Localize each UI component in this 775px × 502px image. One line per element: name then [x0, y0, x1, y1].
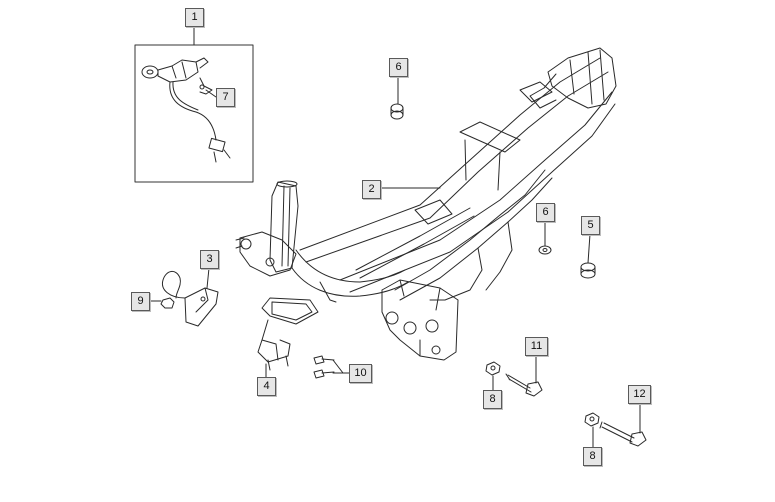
callout-6-top: 6 [389, 58, 408, 77]
callout-2: 2 [362, 180, 381, 199]
ignition-switch-part [141, 57, 231, 163]
bracket-part-4 [257, 297, 319, 371]
inset-box [134, 44, 254, 183]
leader-line-10 [332, 359, 351, 374]
grommet-part-6-top [390, 103, 404, 120]
leader-line-7 [205, 89, 217, 98]
leader-line-5 [587, 233, 591, 264]
callout-4: 4 [257, 377, 276, 396]
nut-part-9 [160, 297, 175, 309]
bracket-part-3 [161, 271, 219, 327]
nut-part-8-left [485, 361, 501, 376]
bolt-part-11 [505, 373, 543, 397]
callout-7: 7 [216, 88, 235, 107]
callout-8-left: 8 [483, 390, 502, 409]
grommet-part-5 [580, 262, 596, 279]
callout-1: 1 [185, 8, 204, 27]
callout-9: 9 [131, 292, 150, 311]
washer-part-6-right [538, 245, 552, 255]
callout-5: 5 [581, 216, 600, 235]
callout-3: 3 [200, 250, 219, 269]
callout-12: 12 [628, 385, 651, 404]
callout-10: 10 [349, 364, 372, 383]
callout-11: 11 [525, 337, 548, 356]
bolts-part-10 [313, 355, 335, 379]
callout-6-right: 6 [536, 203, 555, 222]
leader-line-3 [206, 267, 210, 289]
main-frame-part [235, 47, 617, 361]
bolt-part-12 [599, 421, 647, 447]
callout-8-right: 8 [583, 447, 602, 466]
nut-part-8-right [584, 412, 600, 427]
